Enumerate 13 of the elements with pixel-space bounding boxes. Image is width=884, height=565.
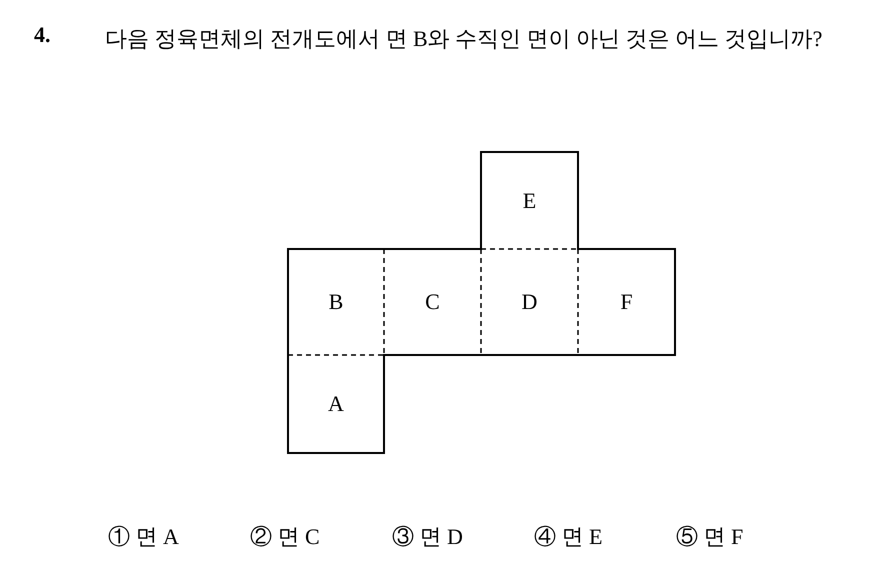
face-label: B [288,249,384,355]
face-label: E [481,152,578,249]
question-text: 다음 정육면체의 전개도에서 면 B와 수직인 면이 아닌 것은 어느 것입니까? [105,25,824,53]
answer-choice: ② 면 C [250,523,321,551]
answer-choice: ① 면 A [108,523,180,551]
answer-choice: ④ 면 E [534,523,604,551]
face-label: D [481,249,578,355]
answer-choice: ③ 면 D [392,523,464,551]
answer-choice: ⑤ 면 F [676,523,744,551]
question-number: 4. [34,22,50,48]
face-label: F [578,249,675,355]
face-label: C [384,249,481,355]
face-label: A [288,355,384,453]
